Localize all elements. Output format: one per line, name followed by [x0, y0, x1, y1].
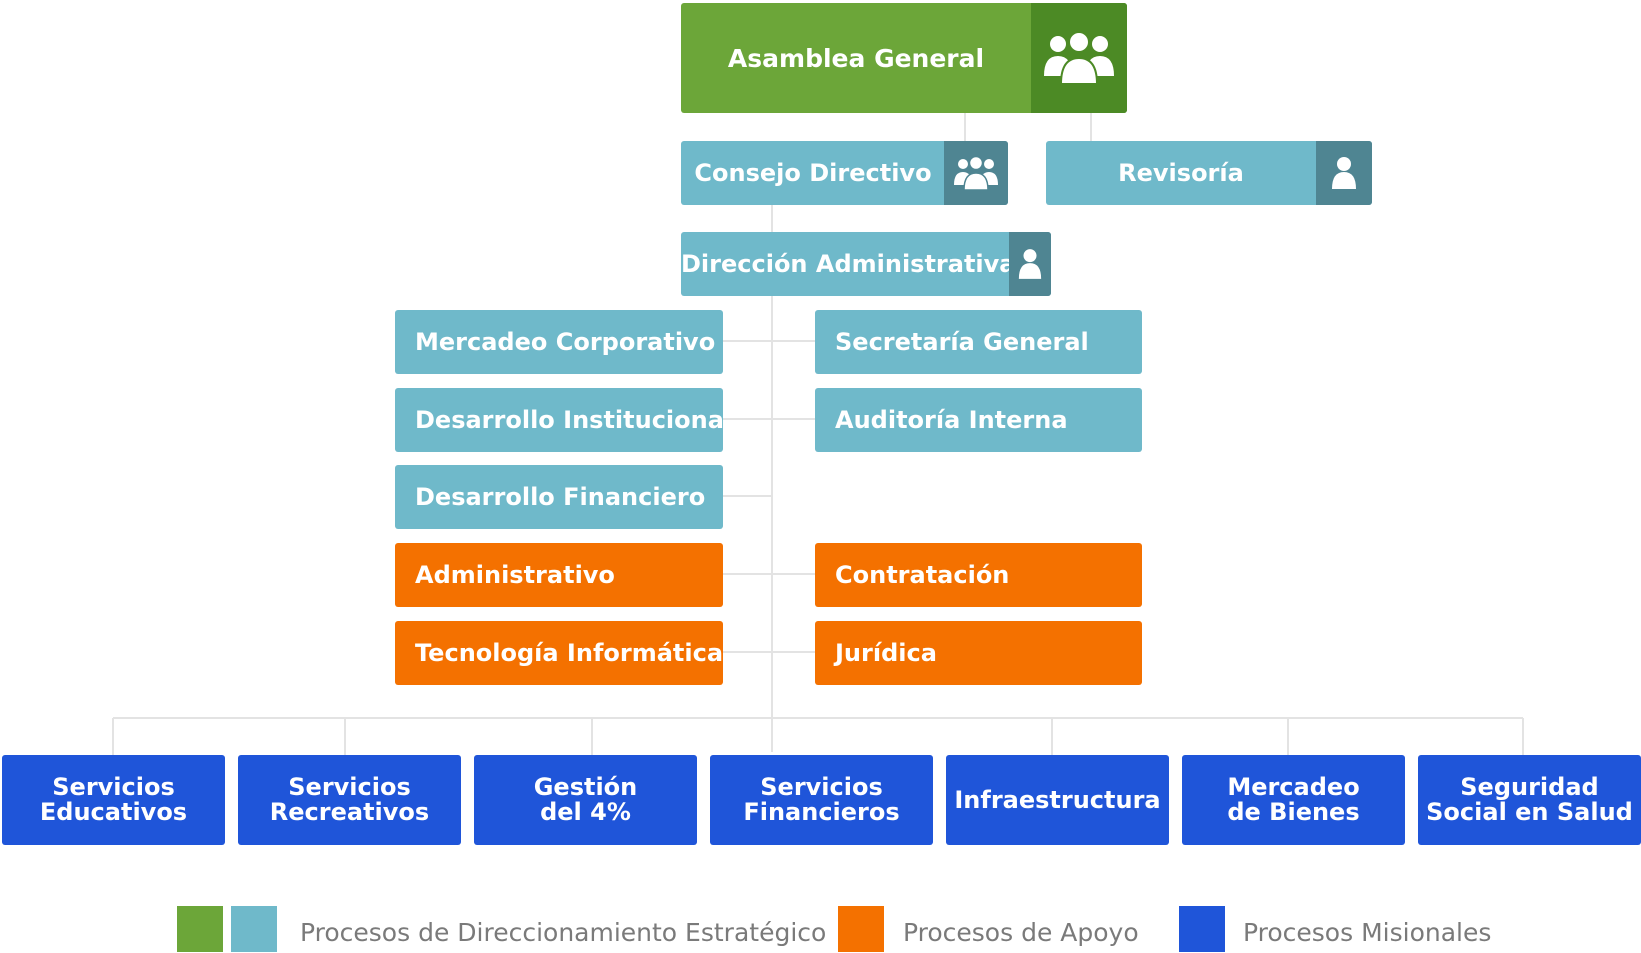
mision-seguridad-social-salud: Seguridad Social en Salud [1418, 755, 1641, 845]
asamblea-general-label: Asamblea General [727, 43, 985, 73]
mision-mercadeo-bienes: Mercadeo de Bienes [1182, 755, 1405, 845]
group-icon [944, 141, 1008, 205]
unit-label: Jurídica [835, 639, 937, 667]
legend-missional-label: Procesos Misionales [1243, 918, 1492, 947]
mision-line-1: Servicios [288, 773, 411, 801]
consejo-directivo-box: Consejo Directivo [681, 141, 1008, 205]
legend-swatch-strategic-teal [231, 906, 277, 952]
legend-strategic-label: Procesos de Direccionamiento Estratégico [300, 918, 827, 947]
mision-line-1: Seguridad [1460, 773, 1599, 801]
unit-label: Desarrollo Institucional [415, 406, 723, 434]
unit-desarrollo-financiero: Desarrollo Financiero [395, 465, 723, 529]
unit-desarrollo-institucional: Desarrollo Institucional [395, 388, 723, 452]
person-icon [1316, 141, 1372, 205]
mision-line-1: Servicios [760, 773, 883, 801]
mision-line-2: de Bienes [1227, 798, 1360, 826]
legend-support-label: Procesos de Apoyo [903, 918, 1139, 947]
unit-secretaria-general: Secretaría General [815, 310, 1142, 374]
legend-swatch-support [838, 906, 884, 952]
unit-label: Mercadeo Corporativo [415, 328, 716, 356]
mision-infraestructura: Infraestructura [946, 755, 1169, 845]
mision-line-2: Social en Salud [1426, 798, 1633, 826]
unit-label: Secretaría General [835, 328, 1089, 356]
mision-servicios-educativos: Servicios Educativos [2, 755, 225, 845]
unit-label: Auditoría Interna [835, 406, 1068, 434]
mision-line-1: Servicios [52, 773, 175, 801]
mision-gestion-4: Gestión del 4% [474, 755, 697, 845]
legend-swatch-missional [1179, 906, 1225, 952]
revisoria-box: Revisoría [1046, 141, 1372, 205]
consejo-directivo-label: Consejo Directivo [694, 159, 932, 187]
unit-label: Tecnología Informática [415, 639, 723, 667]
unit-label: Administrativo [415, 561, 615, 589]
direccion-administrativa-box: Dirección Administrativa [681, 232, 1051, 296]
group-icon [1031, 3, 1127, 113]
mision-line-1: Gestión [533, 773, 638, 801]
mision-line-1: Infraestructura [954, 785, 1161, 814]
unit-tecnologia-informatica: Tecnología Informática [395, 621, 723, 685]
person-icon [1009, 232, 1051, 296]
direccion-administrativa-label: Dirección Administrativa [681, 250, 1016, 278]
asamblea-general-box: Asamblea General [681, 3, 1127, 113]
unit-label: Desarrollo Financiero [415, 483, 706, 511]
mision-line-2: Financieros [743, 798, 900, 826]
unit-administrativo: Administrativo [395, 543, 723, 607]
unit-auditoria-interna: Auditoría Interna [815, 388, 1142, 452]
mision-line-2: Recreativos [269, 798, 430, 826]
mision-servicios-recreativos: Servicios Recreativos [238, 755, 461, 845]
revisoria-label: Revisoría [1118, 159, 1244, 187]
unit-mercadeo-corporativo: Mercadeo Corporativo [395, 310, 723, 374]
legend-swatch-strategic-green [177, 906, 223, 952]
unit-contratacion: Contratación [815, 543, 1142, 607]
unit-label: Contratación [835, 561, 1010, 589]
mision-line-2: Educativos [39, 798, 188, 826]
mision-line-1: Mercadeo [1227, 773, 1360, 801]
unit-juridica: Jurídica [815, 621, 1142, 685]
mision-line-2: del 4% [540, 798, 631, 826]
mision-servicios-financieros: Servicios Financieros [710, 755, 933, 845]
